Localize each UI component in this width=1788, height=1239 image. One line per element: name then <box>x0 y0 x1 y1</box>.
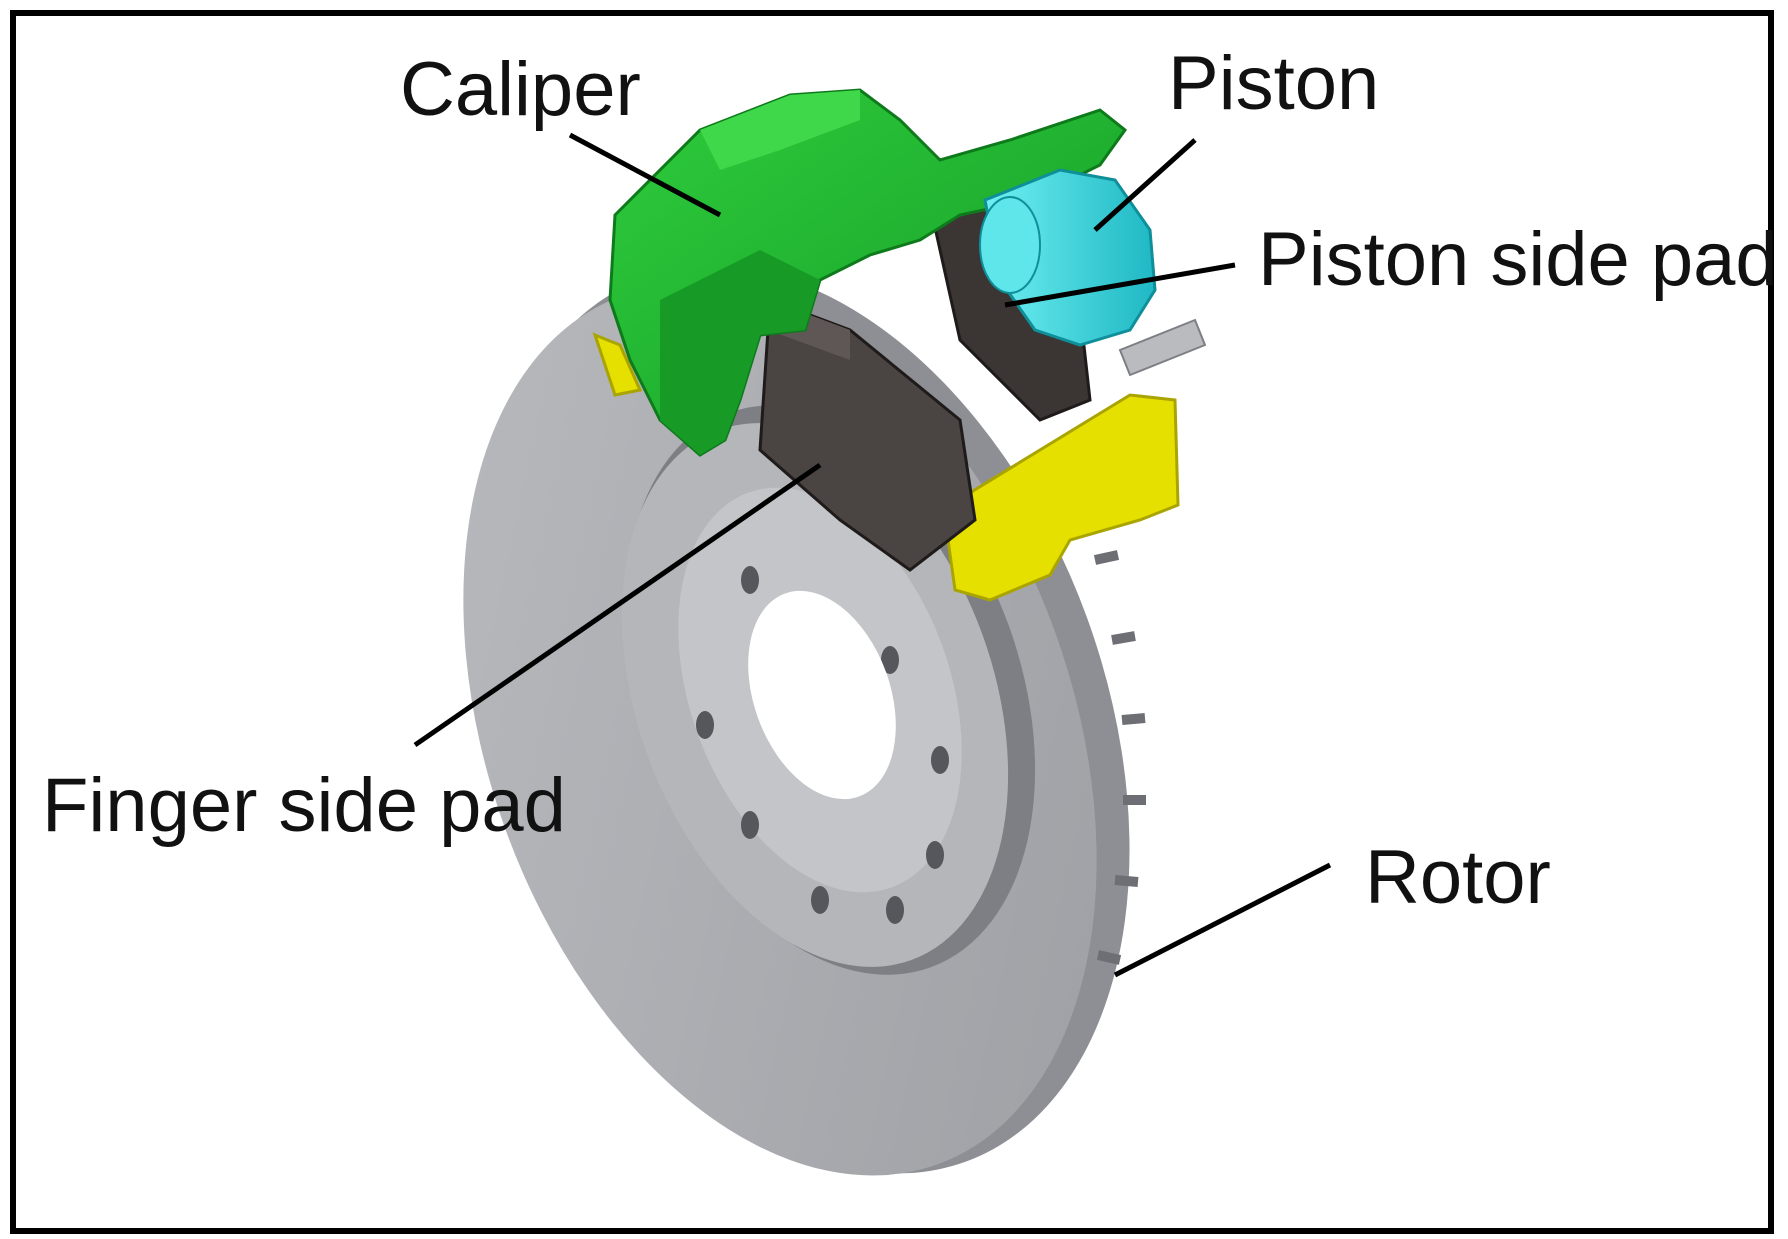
finger-side-pad-leader <box>413 462 822 748</box>
rotor-leader <box>1113 862 1332 978</box>
piston-side-pad-label: Piston side pad <box>1258 217 1778 302</box>
piston-label: Piston <box>1168 41 1380 126</box>
caliper-leader <box>568 132 722 218</box>
finger-side-pad-label: Finger side pad <box>42 763 566 848</box>
caliper-bracket <box>592 332 1180 602</box>
rotor-label: Rotor <box>1365 835 1551 920</box>
guide-pin <box>1118 318 1207 377</box>
piston-side-pad-leader <box>1004 262 1236 308</box>
piston-leader <box>1093 138 1197 232</box>
caliper-label: Caliper <box>400 47 641 132</box>
leader-lines <box>413 132 1332 978</box>
caliper-body <box>608 88 1128 457</box>
